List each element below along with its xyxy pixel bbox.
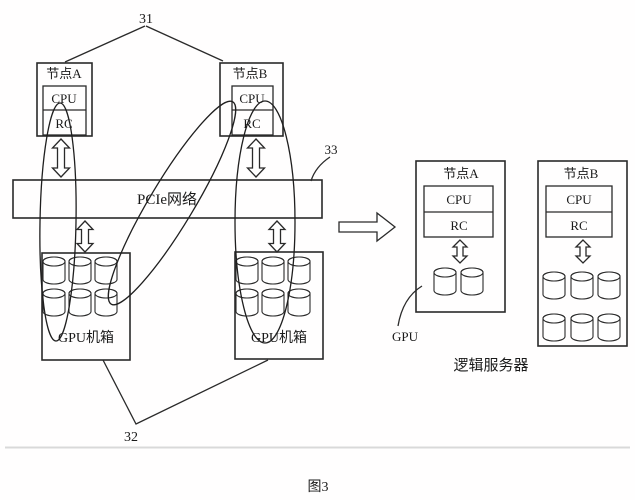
gpu-pointer-line [397,285,423,327]
gpu-chassis-a: GPU机箱 [41,252,131,361]
logical-node-b-rc-label: RC [570,218,587,233]
gpu-cylinder [460,267,484,296]
gpu-cylinder [433,267,457,296]
logical-node-a-title: 节点A [443,166,479,181]
transform-right-arrow [338,211,397,243]
gpu-cylinder [94,288,118,317]
gpu-cylinder [570,271,594,300]
logical-node-b-link-arrow [575,239,591,264]
logical-node-a-link-arrow [452,239,468,264]
logical-group-oval-node-b-left-chassis [107,100,237,306]
gpu-chassis-a-box [41,252,131,361]
physical-node-a: 节点A CPU RC [36,62,93,137]
logical-node-b-cpu-label: CPU [566,192,592,207]
physical-node-b-rc-label: RC [243,116,260,131]
gpu-cylinder [287,288,311,317]
gpu-cylinder [261,288,285,317]
gpu-cylinder [42,288,66,317]
link-network-chassis-b-arrow [268,220,286,253]
physical-node-b: 节点B CPU RC [219,62,284,137]
figure-caption: 图3 [308,480,329,495]
gpu-chassis-b: GPU机箱 [234,251,324,360]
physical-node-a-title: 节点A [46,66,82,81]
ref-32-pointer-lines [102,359,269,425]
physical-node-b-box [219,62,284,137]
logical-node-a: 节点A CPU RC [415,160,506,313]
gpu-chassis-b-label: GPU机箱 [251,330,307,346]
gpu-cylinder [42,256,66,285]
link-network-chassis-a-arrow [76,220,94,253]
pcie-network-bar [12,179,323,219]
ref-32-label: 32 [124,430,138,445]
logical-group-oval-node-a [39,102,77,342]
physical-node-a-rc-label: RC [55,116,72,131]
ref-31-line-to-node-b [145,25,224,62]
logical-node-b-box [537,160,628,347]
logical-server-caption: 逻辑服务器 [453,357,528,374]
link-node-a-network-arrow [51,138,71,178]
logical-node-a-cpu-label: CPU [446,192,472,207]
physical-node-a-cpu-label: CPU [51,91,77,106]
gpu-cylinder [235,288,259,317]
gpu-cylinder [261,256,285,285]
gpu-cylinder [542,271,566,300]
logical-node-a-rc-label: RC [450,218,467,233]
gpu-cylinder [597,313,621,342]
gpu-chassis-a-label: GPU机箱 [58,330,114,346]
gpu-cylinder [570,313,594,342]
ref-33-label: 33 [325,142,338,157]
logical-node-b-title: 节点B [564,166,599,181]
gpu-cylinder [235,256,259,285]
ref-31-label: 31 [139,12,153,27]
gpu-cylinder [597,271,621,300]
physical-node-b-title: 节点B [233,66,268,81]
logical-node-a-box [415,160,506,313]
logical-node-b: 节点B CPU RC [537,160,628,347]
pcie-network-label: PCIe网络 [137,191,197,208]
ref-31-line-to-node-a [64,25,146,63]
link-node-b-network-arrow [246,138,266,178]
gpu-cylinder [542,313,566,342]
gpu-pointer-label: GPU [392,329,419,344]
physical-node-b-cpu-label: CPU [239,91,265,106]
logical-group-oval-node-b-right-chassis [234,100,296,344]
gpu-chassis-b-box [234,251,324,360]
gpu-cylinder [68,288,92,317]
ref-33-pointer-line [310,156,331,182]
physical-node-a-box [36,62,93,137]
